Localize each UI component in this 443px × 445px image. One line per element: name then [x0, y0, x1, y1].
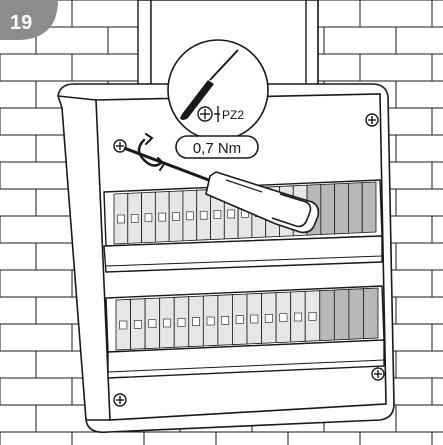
step-number: 19 — [10, 12, 32, 34]
blank-module — [363, 287, 379, 340]
breaker-toggle — [144, 213, 153, 223]
blank-module — [348, 288, 364, 340]
upper-cover-strip — [103, 235, 383, 273]
screw-mid-right — [371, 367, 385, 381]
breaker-toggle — [235, 315, 244, 324]
breaker-toggle — [221, 316, 230, 325]
blank-module — [334, 182, 349, 235]
screw-top-left — [113, 139, 127, 153]
breaker-toggle — [264, 314, 273, 323]
bit-size-label: PZ2 — [222, 108, 244, 122]
breaker-toggle — [308, 312, 317, 321]
rotation-arrow-icon — [137, 133, 166, 171]
breaker-toggle — [119, 320, 128, 330]
breaker-toggle — [117, 214, 125, 224]
breaker-toggle — [163, 318, 171, 328]
screw-top-right — [365, 113, 379, 127]
torque-value-label: 0,7 Nm — [193, 140, 241, 157]
mini-screwdriver-icon — [180, 49, 239, 120]
blank-module — [333, 288, 350, 341]
torque-callout — [167, 39, 269, 141]
breaker-toggle — [199, 210, 208, 220]
breaker-toggle — [186, 211, 194, 221]
breaker-toggle — [177, 318, 186, 327]
pozidriv-bit-icon — [197, 106, 220, 122]
breaker-toggle — [227, 209, 235, 219]
breaker-toggle — [192, 317, 200, 326]
breaker-toggle — [294, 312, 302, 322]
screw-bottom-left — [113, 393, 127, 407]
blank-module — [320, 183, 336, 235]
breaker-toggle — [172, 212, 180, 221]
lower-breaker-row — [105, 285, 385, 379]
breaker-toggle — [133, 320, 142, 329]
breaker-toggle — [279, 313, 288, 322]
breaker-toggle — [206, 316, 215, 326]
breaker-toggle — [213, 210, 222, 219]
breaker-toggle — [148, 319, 157, 328]
blank-module — [348, 182, 363, 234]
torque-pill — [175, 135, 259, 159]
enclosure-screws — [113, 113, 385, 407]
step-badge — [0, 0, 58, 40]
breaker-toggle — [130, 214, 139, 223]
blank-module — [361, 181, 377, 234]
breaker-toggle — [158, 212, 167, 222]
blank-module — [319, 289, 335, 342]
breaker-toggle — [250, 314, 259, 324]
